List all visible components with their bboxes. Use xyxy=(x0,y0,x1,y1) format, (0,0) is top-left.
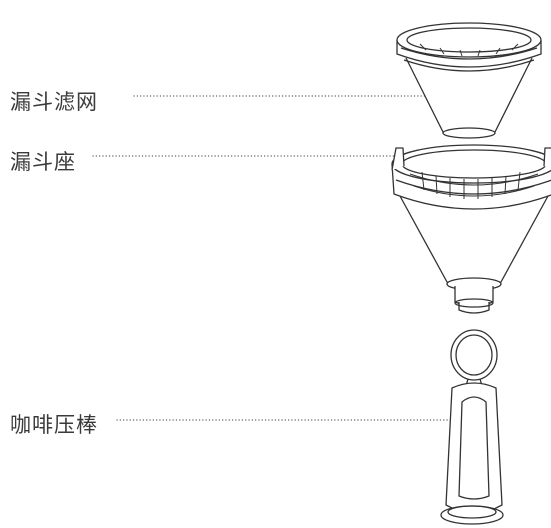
funnel-filter-illustration xyxy=(396,22,542,139)
funnel-seat-illustration xyxy=(391,144,551,314)
label-funnel-filter: 漏斗滤网 xyxy=(10,90,98,114)
label-funnel-seat: 漏斗座 xyxy=(10,150,76,174)
coffee-tamper-illustration xyxy=(440,329,504,525)
label-coffee-tamper: 咖啡压棒 xyxy=(10,413,98,437)
